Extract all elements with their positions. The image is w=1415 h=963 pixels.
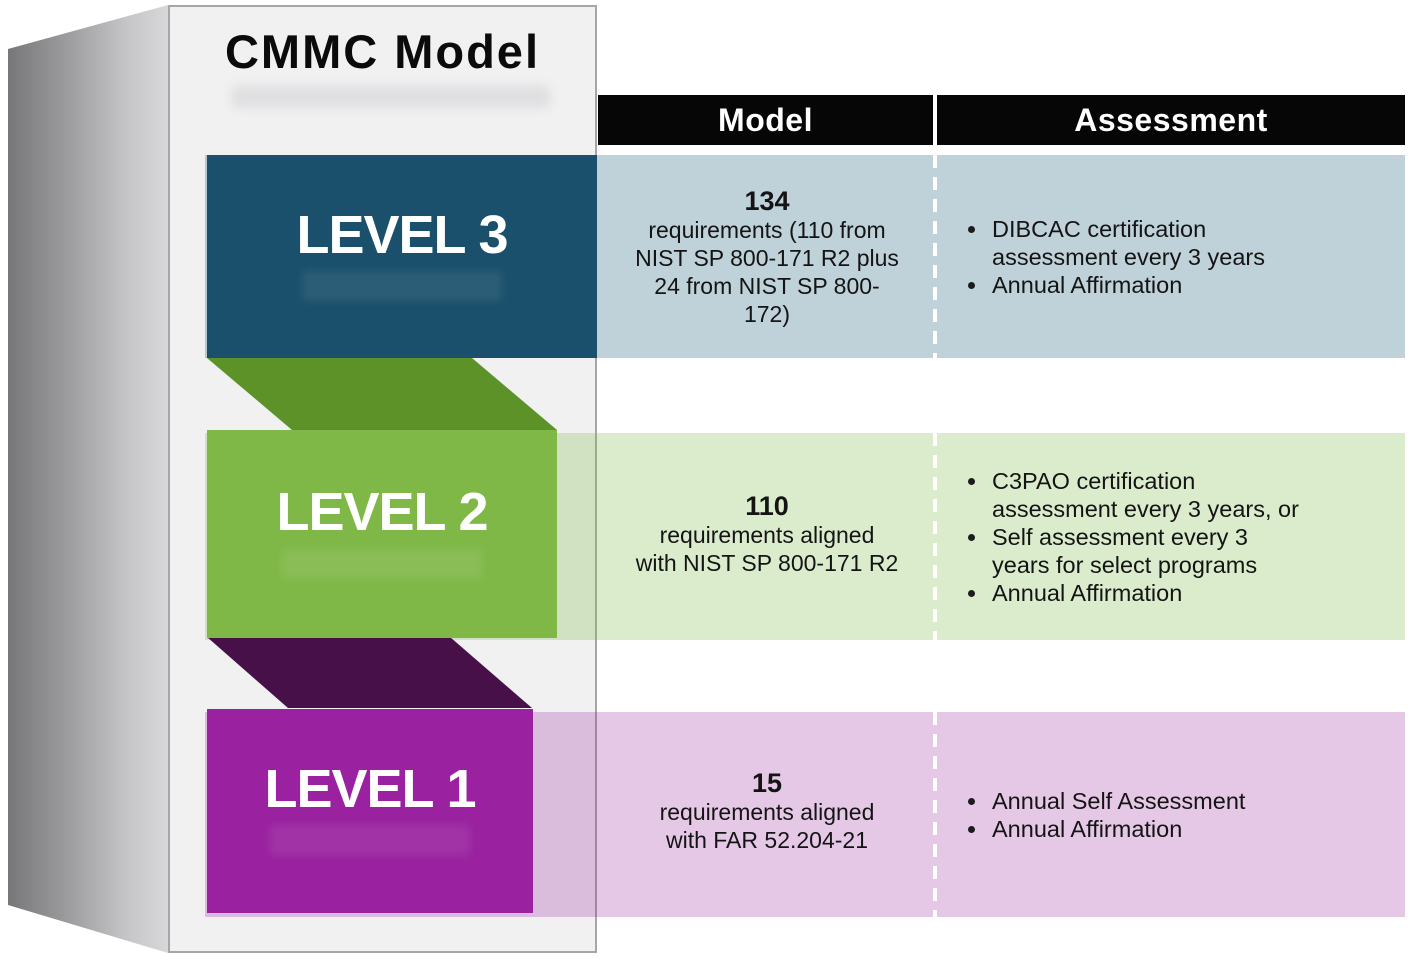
level-3-model-cell: 134 requirements (110 from NIST SP 800-1… [598, 155, 936, 358]
level-2-label: LEVEL 2 [276, 482, 488, 542]
level-3-label: LEVEL 3 [296, 204, 508, 265]
level-3-assessment-list: DIBCAC certification assessment every 3 … [958, 155, 1388, 358]
column-divider-dashed-level1 [933, 712, 937, 917]
level-1-label: LEVEL 1 [264, 759, 476, 819]
level-2-block: LEVEL 2 [207, 430, 557, 638]
level-3-requirement-text: requirements (110 from NIST SP 800-171 R… [635, 216, 899, 327]
level-2-model-cell: 110 requirements aligned with NIST SP 80… [598, 430, 936, 638]
level-1-model-cell: 15 requirements aligned with FAR 52.204-… [598, 709, 936, 913]
level-1-block: LEVEL 1 [207, 709, 533, 913]
assessment-item: Annual Affirmation [958, 815, 1388, 843]
assessment-item: DIBCAC certification assessment every 3 … [958, 215, 1388, 271]
level-2-ghost-text [282, 548, 482, 579]
level-1-requirement-text: requirements aligned with FAR 52.204-21 [659, 799, 875, 853]
column-divider-dashed-level3 [933, 155, 937, 358]
assessment-item: Annual Affirmation [958, 579, 1388, 607]
ghost-subtitle [232, 86, 550, 108]
level-1-ghost-text [270, 825, 470, 856]
card-side-face [8, 5, 168, 953]
level-3-block: LEVEL 3 [207, 155, 597, 358]
level-3-requirement-count: 134 [744, 185, 790, 216]
level-3-ghost-text [302, 270, 502, 301]
assessment-item: C3PAO certification assessment every 3 y… [958, 467, 1388, 523]
assessment-item: Annual Self Assessment [958, 787, 1388, 815]
column-divider-dashed-level2 [933, 433, 937, 640]
level-2-requirement-count: 110 [745, 491, 789, 521]
assessment-item: Self assessment every 3 years for select… [958, 523, 1388, 579]
assessment-item: Annual Affirmation [958, 271, 1388, 299]
level-1-assessment-list: Annual Self Assessment Annual Affirmatio… [958, 712, 1388, 917]
page-title: CMMC Model [224, 25, 540, 78]
level-2-requirement-text: requirements aligned with NIST SP 800-17… [635, 522, 899, 576]
column-header-assessment: Assessment [937, 95, 1405, 145]
level-1-requirement-count: 15 [751, 768, 783, 798]
column-header-model: Model [598, 95, 933, 145]
level-2-assessment-list: C3PAO certification assessment every 3 y… [958, 433, 1388, 640]
